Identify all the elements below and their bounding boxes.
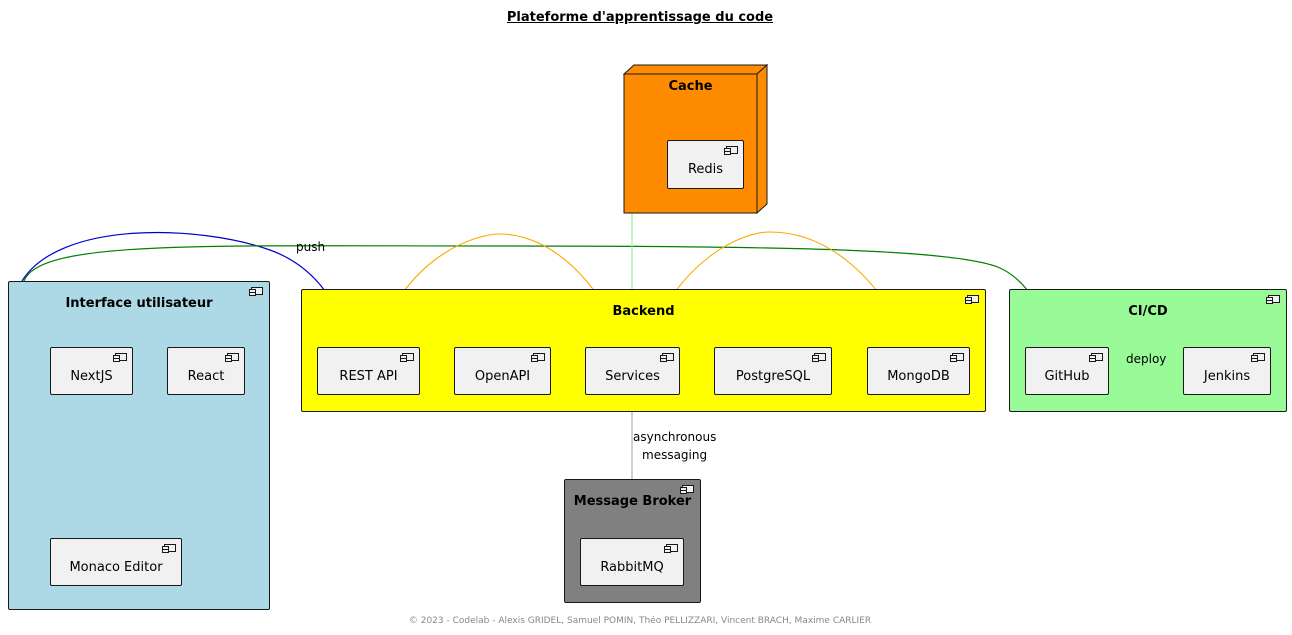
component-icon — [531, 353, 545, 362]
component-redis-label: Redis — [687, 162, 724, 177]
component-icon — [1251, 353, 1265, 362]
diagram-title: Plateforme d'apprentissage du code — [506, 10, 774, 25]
component-openapi: OpenAPI — [454, 347, 551, 395]
component-icon — [162, 544, 176, 553]
edge-label-async-line1: asynchronous — [633, 430, 717, 444]
edge-ui-to-github — [23, 245, 1055, 348]
component-nextjs: NextJS — [50, 347, 133, 395]
component-github: GitHub — [1025, 347, 1109, 395]
component-nextjs-label: NextJS — [70, 368, 113, 384]
component-openapi-label: OpenAPI — [474, 368, 531, 384]
component-icon — [1266, 295, 1280, 304]
edge-label-async-line2: messaging — [642, 448, 708, 462]
component-rest-api: REST API — [317, 347, 420, 395]
component-services: Services — [585, 347, 680, 395]
edge-label-push: push — [296, 240, 326, 254]
footer-credits: © 2023 - Codelab - Alexis GRIDEL, Samuel… — [408, 616, 872, 626]
component-icon — [113, 353, 127, 362]
component-icon — [724, 146, 738, 155]
package-broker-title: Message Broker — [573, 494, 692, 509]
package-ui-title: Interface utilisateur — [65, 296, 213, 311]
component-postgresql-label: PostgreSQL — [735, 368, 811, 384]
component-icon — [1089, 353, 1103, 362]
component-icon — [400, 353, 414, 362]
component-icon — [965, 295, 979, 304]
component-monaco-label: Monaco Editor — [69, 559, 163, 575]
component-icon — [812, 353, 826, 362]
component-mongodb-label: MongoDB — [887, 368, 950, 384]
cache-title: Cache — [668, 79, 713, 94]
package-backend-title: Backend — [612, 304, 675, 319]
component-icon — [660, 353, 674, 362]
component-icon — [680, 485, 694, 494]
edge-label-deploy: deploy — [1126, 352, 1167, 366]
component-services-label: Services — [605, 368, 660, 384]
component-rabbitmq-label: RabbitMQ — [600, 559, 664, 575]
package-cicd-title: CI/CD — [1128, 304, 1168, 319]
component-monaco-editor: Monaco Editor — [50, 538, 182, 586]
component-mongodb: MongoDB — [867, 347, 970, 395]
component-react: React — [167, 347, 245, 395]
component-restapi-label: REST API — [339, 368, 398, 384]
component-icon — [950, 353, 964, 362]
component-jenkins-label: Jenkins — [1203, 368, 1251, 384]
component-icon — [664, 544, 678, 553]
component-github-label: GitHub — [1044, 368, 1090, 384]
component-react-label: React — [187, 368, 225, 384]
component-icon — [249, 287, 263, 296]
component-rabbitmq: RabbitMQ — [580, 538, 684, 586]
component-postgresql: PostgreSQL — [714, 347, 832, 395]
component-jenkins: Jenkins — [1183, 347, 1271, 395]
component-icon — [225, 353, 239, 362]
component-redis: Redis — [667, 140, 744, 189]
